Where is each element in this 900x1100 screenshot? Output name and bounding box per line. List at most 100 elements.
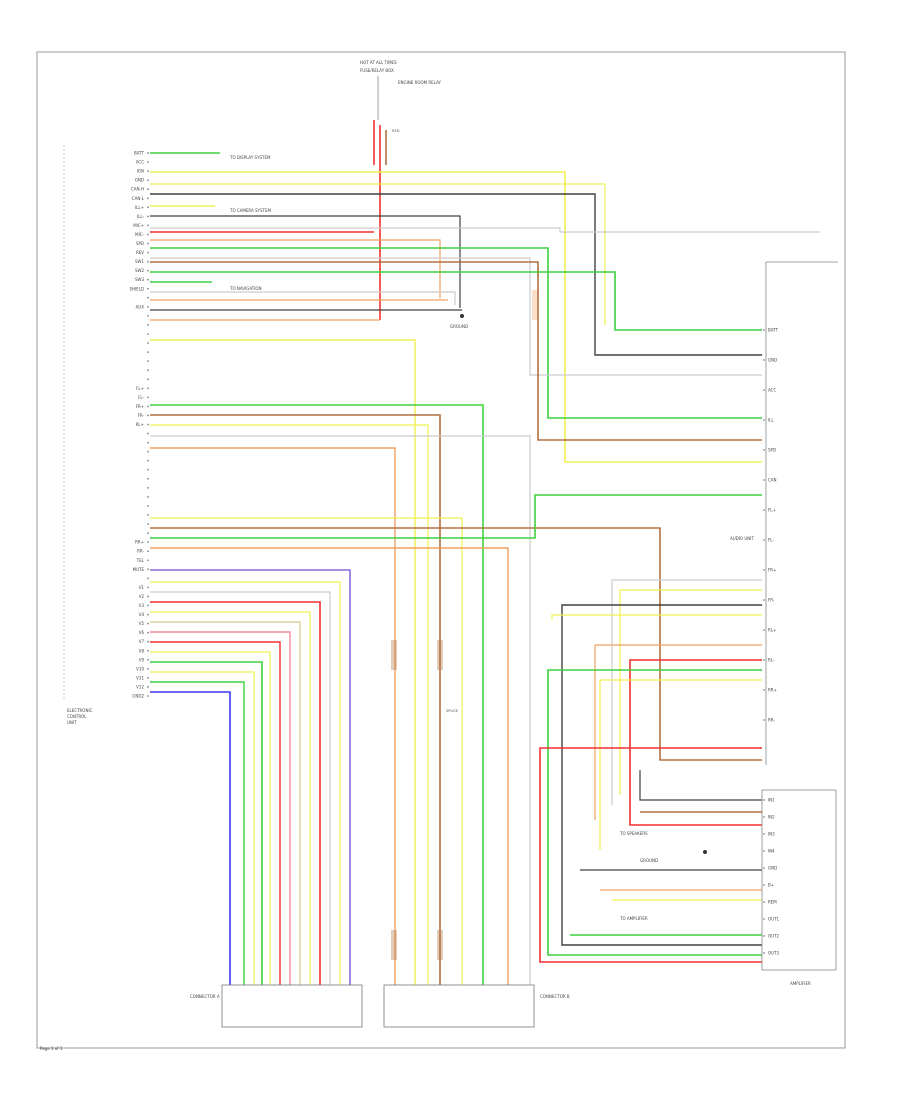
left-module-pin-dot [147,486,149,489]
ground-label-1: GROUND [450,324,468,329]
left-module-pin-dot [147,477,149,480]
left-module-pin-label: V7 [139,639,145,644]
splice-marks: SPLICE [391,290,537,960]
unit-b-pin-label: IN3 [768,832,775,837]
unit-b-pin-dot [763,833,765,835]
unit-b-pin-dot [763,799,765,801]
left-module-pin-label: SHIELD [129,286,144,291]
unit-b-pin-dot [763,901,765,903]
left-module-pin-dot [147,640,149,643]
left-module-pin-dot [147,577,149,580]
left-module-pin-dot [147,441,149,444]
right-unit-a: AUDIO UNIT BATTGNDACCILLSPDCANFL+FL-FR+F… [730,261,838,765]
left-module-pin-label: MIC+ [133,223,144,228]
unit-b-pin-label: OUT3 [768,951,780,956]
unit-b-pin-label: IN4 [768,849,775,854]
left-module-name-1: ELECTRONIC [67,708,93,713]
left-module-pin-dot [147,631,149,634]
left-module-pin-dot [147,387,149,390]
left-module-pins: BATTACCIGNGNDCAN-HCAN-LILL+ILL-MIC+MIC-S… [129,151,149,699]
unit-a-pin-dot [763,359,765,361]
left-module-pin-label: MUTE [133,567,145,572]
left-module-pin-dot [147,170,149,173]
left-module-pin-label: ILL+ [135,205,144,210]
to-system-3: TO NAVIGATION [229,286,262,291]
left-module-pin-label: ILL- [137,214,145,219]
left-module-pin-dot [147,423,149,426]
left-module-pin-label: V4 [139,612,145,617]
left-module-pin-dot [147,459,149,462]
unit-b-pin-label: B+ [768,883,774,888]
unit-a-pin-dot [763,509,765,511]
left-module-pin-dot [147,278,149,281]
unit-a-pin-label: RR+ [768,688,777,693]
connector-b-label: CONNECTOR B [540,994,570,999]
to-system-2: TO CAMERA SYSTEM [229,208,271,213]
left-module-pin-dot [147,360,149,363]
left-module-pin-dot [147,378,149,381]
bottom-connector-b: CONNECTOR B [383,984,570,1028]
left-module-pin-dot [147,541,149,544]
unit-b-pin-dot [763,952,765,954]
left-module-pin-dot [147,505,149,507]
to-system-5: TO AMPLIFIER [619,916,648,921]
unit-a-pin-dot [763,599,765,601]
unit-a-pin-dot [763,689,765,691]
left-module-pin-dot [147,269,149,272]
left-module-pin-dot [147,550,149,553]
left-module-pin-label: CAN-H [131,187,144,192]
unit-b-pin-dot [763,918,765,920]
left-module-pin-dot [147,305,149,308]
left-module-pin-dot [147,468,149,471]
unit-a-pin-dot [763,389,765,391]
left-module-pin-dot [147,242,149,245]
unit-a-pin-label: RL+ [768,628,776,633]
left-module-pin-dot [147,523,149,525]
unit-a-pin-label: RR- [768,718,775,723]
left-module-pin-dot [147,315,149,317]
unit-a-pin-label: ACC [768,388,776,393]
left-module-pin-dot [147,414,149,417]
left-module-pin-label: SW3 [135,277,144,282]
left-module-pin-dot [147,396,149,399]
unit-a-pin-label: FL- [768,538,774,543]
unit-a-pin-dot [763,629,765,631]
unit-b-pin-label: GND [768,866,777,871]
left-module-pin-label: RL+ [136,422,144,427]
unit-a-pin-label: RL- [768,658,775,663]
fuse-area: HOT AT ALL TIMES FUSE/RELAY BOX ENGINE R… [360,60,441,320]
left-module-pin-label: IGN [137,169,144,174]
unit-b-pin-dot [763,867,765,869]
left-module-pin-label: V1 [139,585,145,590]
unit-a-pin-label: FL+ [768,508,776,513]
fuse-side-note: ENGINE ROOM RELAY [398,80,441,85]
left-module-pin-label: AUX [136,304,145,309]
left-module-pin-dot [147,296,149,299]
left-module-pin-label: FR+ [136,404,144,409]
left-module-pin-label: GND2 [132,694,144,699]
left-module-pin-label: SPD [136,241,144,246]
left-module-pin-dot [147,604,149,607]
unit-b-pin-label: IN1 [768,798,775,803]
left-module-pin-label: SW2 [135,268,144,273]
left-module-pin-dot [147,260,149,263]
left-module-pin-dot [147,559,149,562]
to-system-4: TO SPEAKERS [619,831,648,836]
right-unit-b-name: AMPLIFIER [790,981,811,986]
left-module-pin-dot [147,649,149,652]
left-module-pin-dot [147,432,149,435]
unit-b-pin-label: IN2 [768,815,775,820]
left-module-pin-label: MIC- [135,232,144,237]
left-module-pin-dot [147,405,149,408]
left-module-pin-dot [147,351,149,353]
left-module-pin-dot [147,287,149,290]
left-module-pin-dot [147,514,149,516]
left-module-pin-label: FR- [138,413,145,418]
unit-a-pin-label: ILL [768,418,774,423]
left-module-pin-dot [147,532,149,534]
unit-a-pin-label: FR+ [768,568,776,573]
left-module-pin-label: TEL [136,558,145,563]
left-module: ELECTRONIC CONTROL UNIT BATTACCIGNGNDCAN… [63,145,149,725]
